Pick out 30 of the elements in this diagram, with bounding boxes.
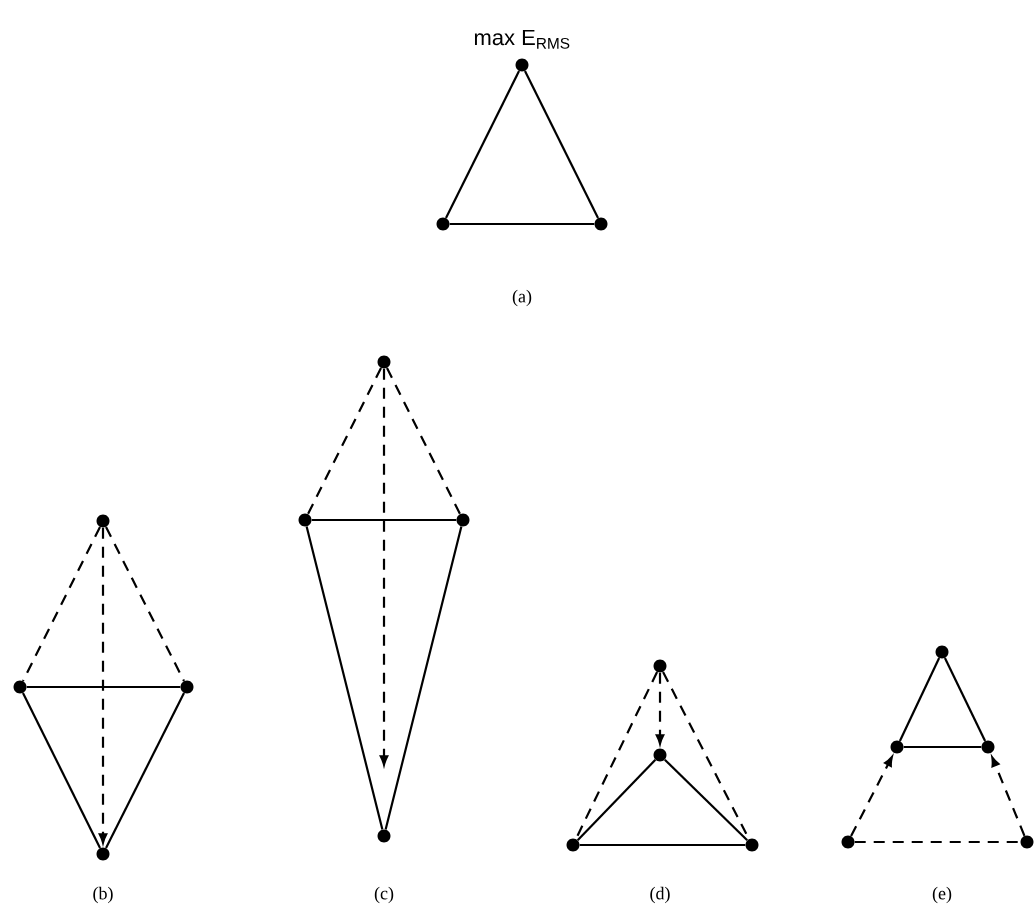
- arrow: [655, 672, 665, 745]
- line: [307, 367, 382, 515]
- line: [311, 518, 457, 522]
- line: [854, 840, 1021, 844]
- line: [22, 526, 101, 682]
- line: [898, 657, 941, 742]
- line: [305, 526, 384, 830]
- panel-caption: (a): [512, 289, 532, 307]
- line: [445, 70, 520, 219]
- line: [524, 70, 599, 219]
- line: [384, 526, 463, 830]
- panel-caption: (e): [932, 886, 952, 904]
- panel-caption: (b): [93, 886, 113, 904]
- line: [386, 367, 461, 515]
- line: [26, 685, 181, 689]
- line: [579, 843, 746, 847]
- line: [576, 759, 657, 841]
- panel-caption: (c): [374, 886, 394, 904]
- line: [449, 222, 595, 226]
- line: [664, 758, 748, 842]
- vertex-label: max E$_{RMS}$: [474, 29, 570, 49]
- line: [943, 657, 987, 742]
- line: [903, 745, 982, 749]
- line: [22, 692, 101, 849]
- arrow: [98, 527, 108, 844]
- line: [105, 692, 185, 849]
- line: [105, 526, 185, 682]
- panel-caption: (d): [650, 886, 670, 904]
- arrow: [991, 756, 1026, 837]
- arrow: [379, 368, 389, 766]
